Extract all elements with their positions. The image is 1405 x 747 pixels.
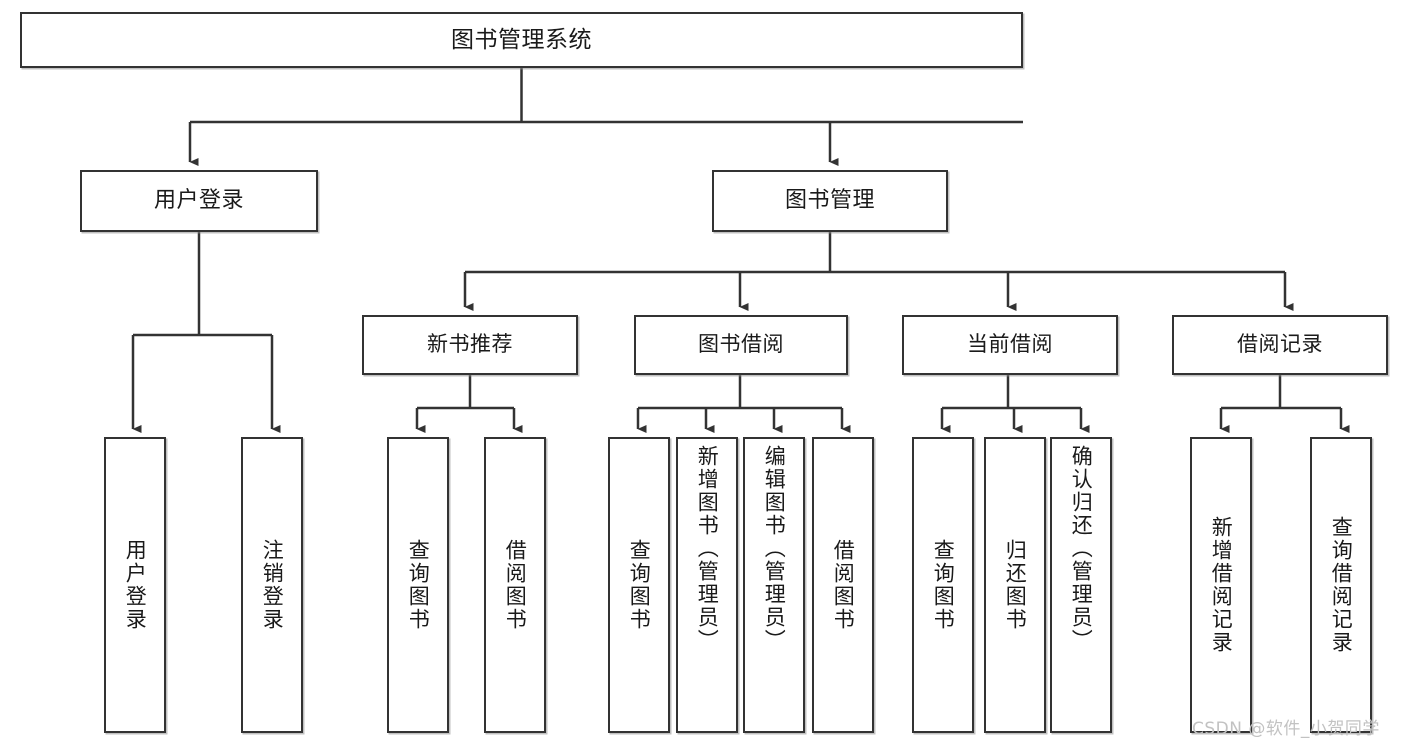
node-root[interactable]: 图书管理系统 <box>20 12 1023 68</box>
node-leaf-8[interactable]: 借阅图书 <box>812 437 874 733</box>
node-leaf-10-label: 归还图书 <box>1003 539 1028 631</box>
node-leaf-4-label: 借阅图书 <box>503 539 528 631</box>
node-level2-2[interactable]: 图书管理 <box>712 170 948 232</box>
node-leaf-5[interactable]: 查询图书 <box>608 437 670 733</box>
node-leaf-3[interactable]: 查询图书 <box>387 437 449 733</box>
node-leaf-6-label: 新增图书（管理员） <box>695 445 720 652</box>
node-leaf-2[interactable]: 注销登录 <box>241 437 303 733</box>
node-leaf-13-label: 查询借阅记录 <box>1329 516 1354 654</box>
node-leaf-3-label: 查询图书 <box>406 539 431 631</box>
node-leaf-5-label: 查询图书 <box>627 539 652 631</box>
node-root-label: 图书管理系统 <box>451 26 592 53</box>
node-leaf-1[interactable]: 用户登录 <box>104 437 166 733</box>
node-leaf-9[interactable]: 查询图书 <box>912 437 974 733</box>
node-leaf-7[interactable]: 编辑图书（管理员） <box>743 437 805 733</box>
node-leaf-11-label: 确认归还（管理员） <box>1069 445 1094 652</box>
node-level2-2-label: 图书管理 <box>784 187 875 213</box>
node-leaf-1-label: 用户登录 <box>123 539 148 631</box>
node-leaf-12[interactable]: 新增借阅记录 <box>1190 437 1252 733</box>
node-leaf-2-label: 注销登录 <box>260 539 285 631</box>
node-level3-4[interactable]: 借阅记录 <box>1172 315 1388 375</box>
node-level3-2-label: 图书借阅 <box>698 332 784 357</box>
node-leaf-10[interactable]: 归还图书 <box>984 437 1046 733</box>
node-leaf-7-label: 编辑图书（管理员） <box>762 445 787 652</box>
node-leaf-4[interactable]: 借阅图书 <box>484 437 546 733</box>
node-level3-3[interactable]: 当前借阅 <box>902 315 1118 375</box>
node-leaf-6[interactable]: 新增图书（管理员） <box>676 437 738 733</box>
watermark: CSDN @软件_小贺同学 <box>1192 719 1380 739</box>
node-level2-1-label: 用户登录 <box>153 187 244 213</box>
node-level3-4-label: 借阅记录 <box>1237 332 1323 357</box>
node-leaf-11[interactable]: 确认归还（管理员） <box>1050 437 1112 733</box>
node-level3-1-label: 新书推荐 <box>427 332 513 357</box>
node-leaf-9-label: 查询图书 <box>931 539 956 631</box>
node-level3-1[interactable]: 新书推荐 <box>362 315 578 375</box>
node-leaf-12-label: 新增借阅记录 <box>1209 516 1234 654</box>
node-level2-1[interactable]: 用户登录 <box>80 170 318 232</box>
node-leaf-8-label: 借阅图书 <box>831 539 856 631</box>
node-leaf-13[interactable]: 查询借阅记录 <box>1310 437 1372 733</box>
node-level3-2[interactable]: 图书借阅 <box>634 315 848 375</box>
node-level3-3-label: 当前借阅 <box>967 332 1053 357</box>
